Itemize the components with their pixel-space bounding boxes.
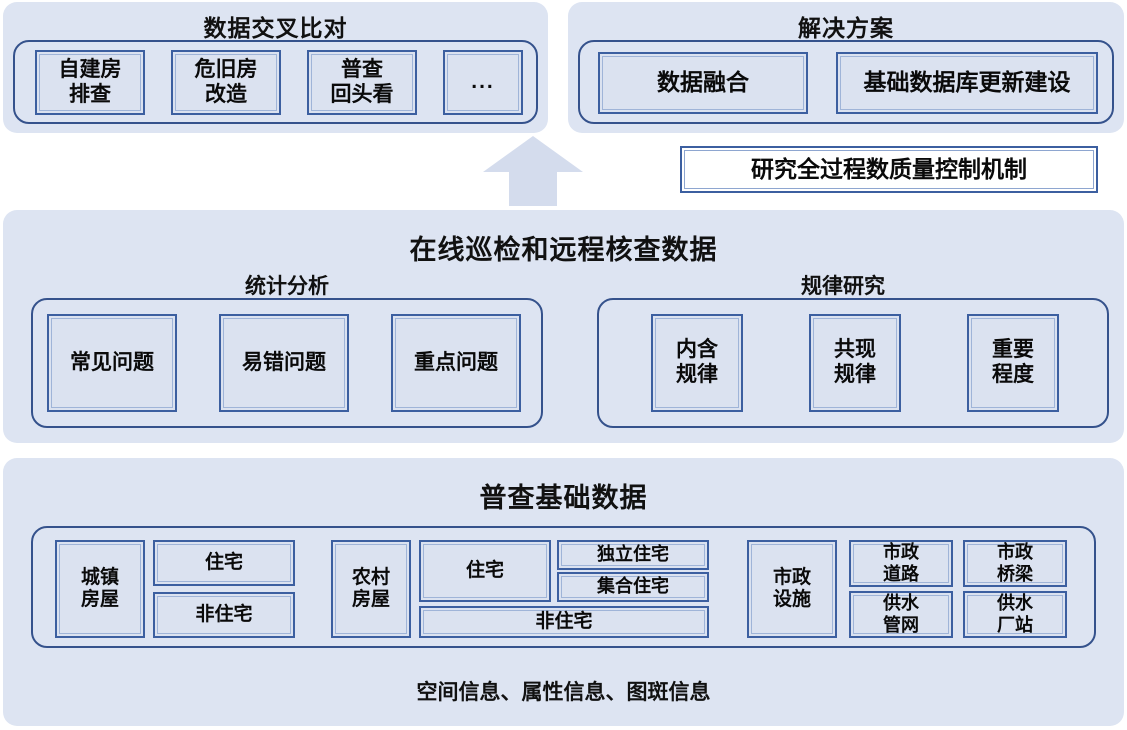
panel-title-data-cross-comparison: 数据交叉比对 <box>203 15 348 41</box>
group-census-base-data-items: 城镇 房屋 住宅 非住宅 农村 房屋 住宅 独立住宅 集合住宅 非住宅 <box>31 526 1096 648</box>
box-municipal-bridge[interactable]: 市政 桥梁 <box>963 540 1067 587</box>
panel-census-base-data: 普查基础数据 城镇 房屋 住宅 非住宅 农村 房屋 住宅 独立住宅 <box>3 458 1124 726</box>
box-label: 危旧房 改造 <box>175 54 277 111</box>
box-error-prone-problems[interactable]: 易错问题 <box>219 314 349 412</box>
box-label: 共现 规律 <box>813 318 897 408</box>
box-census-review[interactable]: 普查 回头看 <box>307 50 417 115</box>
box-label: 城镇 房屋 <box>59 544 141 634</box>
panel-online-inspection: 在线巡检和远程核查数据 统计分析 常见问题 易错问题 重点问题 规律研究 内含 … <box>3 210 1124 443</box>
panel-title-solution: 解决方案 <box>798 15 894 41</box>
box-basic-database-update[interactable]: 基础数据库更新建设 <box>836 52 1098 114</box>
box-detached-residential[interactable]: 独立住宅 <box>557 540 709 570</box>
box-label: 农村 房屋 <box>335 544 407 634</box>
box-rural-residential[interactable]: 住宅 <box>419 540 551 602</box>
box-label: 易错问题 <box>223 318 345 408</box>
group-label-pattern-research: 规律研究 <box>801 275 885 298</box>
panel-solution: 解决方案 数据融合 基础数据库更新建设 <box>568 2 1124 133</box>
box-rural-housing[interactable]: 农村 房屋 <box>331 540 411 638</box>
box-label: 内含 规律 <box>655 318 739 408</box>
group-solution-items: 数据融合 基础数据库更新建设 <box>578 40 1114 124</box>
box-dilapidated-house-renovation[interactable]: 危旧房 改造 <box>171 50 281 115</box>
box-label: 非住宅 <box>157 596 291 634</box>
up-arrow-svg <box>483 136 583 206</box>
box-water-supply-plant[interactable]: 供水 厂站 <box>963 591 1067 638</box>
box-municipal-facilities[interactable]: 市政 设施 <box>747 540 837 638</box>
panel-data-cross-comparison: 数据交叉比对 自建房 排查 危旧房 改造 普查 回头看 ... <box>3 2 548 133</box>
panel-title-census-base-data: 普查基础数据 <box>479 483 648 513</box>
box-label: 集合住宅 <box>561 576 705 598</box>
box-label: 住宅 <box>423 544 547 598</box>
box-rural-non-residential[interactable]: 非住宅 <box>419 606 709 638</box>
box-label: 市政 设施 <box>751 544 833 634</box>
bottom-caption: 空间信息、属性信息、图斑信息 <box>416 681 711 704</box>
box-cooccurrence-pattern[interactable]: 共现 规律 <box>809 314 901 412</box>
box-municipal-road[interactable]: 市政 道路 <box>849 540 953 587</box>
box-label: 自建房 排查 <box>39 54 141 111</box>
box-label: 供水 管网 <box>853 593 949 635</box>
box-label: ... <box>447 54 519 111</box>
box-label: 独立住宅 <box>561 544 705 566</box>
box-quality-control-mechanism[interactable]: 研究全过程数质量控制机制 <box>680 146 1098 193</box>
box-collective-residential[interactable]: 集合住宅 <box>557 572 709 602</box>
box-common-problems[interactable]: 常见问题 <box>47 314 177 412</box>
box-water-supply-network[interactable]: 供水 管网 <box>849 591 953 638</box>
box-more-ellipsis[interactable]: ... <box>443 50 523 115</box>
box-label: 重点问题 <box>395 318 517 408</box>
box-data-fusion[interactable]: 数据融合 <box>598 52 808 114</box>
box-label: 数据融合 <box>602 56 804 110</box>
group-statistical-analysis: 常见问题 易错问题 重点问题 <box>31 298 543 428</box>
box-inherent-pattern[interactable]: 内含 规律 <box>651 314 743 412</box>
box-self-built-house-survey[interactable]: 自建房 排查 <box>35 50 145 115</box>
box-label: 普查 回头看 <box>311 54 413 111</box>
box-urban-housing[interactable]: 城镇 房屋 <box>55 540 145 638</box>
box-label: 供水 厂站 <box>967 593 1063 635</box>
box-label: 重要 程度 <box>971 318 1055 408</box>
up-arrow-icon <box>483 136 583 206</box>
box-urban-residential[interactable]: 住宅 <box>153 540 295 586</box>
box-label: 市政 桥梁 <box>967 542 1063 584</box>
group-label-statistical-analysis: 统计分析 <box>245 275 329 298</box>
box-label: 非住宅 <box>423 610 705 634</box>
box-key-problems[interactable]: 重点问题 <box>391 314 521 412</box>
box-urban-non-residential[interactable]: 非住宅 <box>153 592 295 638</box>
group-pattern-research: 内含 规律 共现 规律 重要 程度 <box>597 298 1109 428</box>
box-label: 常见问题 <box>51 318 173 408</box>
box-label: 市政 道路 <box>853 542 949 584</box>
box-label: 住宅 <box>157 544 291 582</box>
group-cross-comparison-items: 自建房 排查 危旧房 改造 普查 回头看 ... <box>13 40 538 124</box>
box-label: 研究全过程数质量控制机制 <box>684 150 1094 189</box>
box-label: 基础数据库更新建设 <box>840 56 1094 110</box>
box-importance-degree[interactable]: 重要 程度 <box>967 314 1059 412</box>
panel-title-online-inspection: 在线巡检和远程核查数据 <box>409 235 718 265</box>
